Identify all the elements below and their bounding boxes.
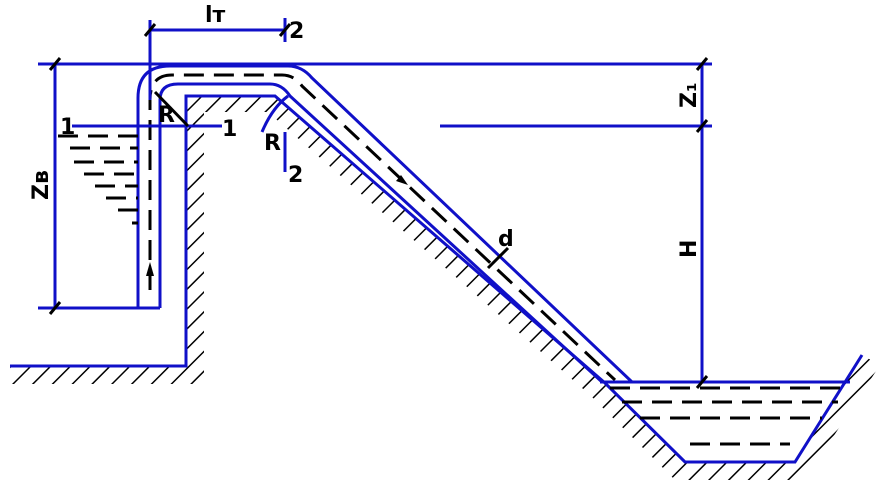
label-suction-height: Zв: [29, 170, 54, 200]
label-head: H: [677, 240, 702, 258]
label-diameter: d: [498, 227, 514, 252]
diameter-leader: [486, 246, 510, 270]
dimension-ticks: [48, 23, 709, 389]
bend-radius-leader: [153, 90, 190, 128]
label-section-2-bottom: 2: [288, 163, 303, 188]
bend-radius-arc: [260, 94, 289, 133]
downstream-water: [610, 386, 845, 446]
ground-surface: [10, 94, 864, 464]
label-bend-radius-2: R: [264, 131, 281, 156]
label-section-1-right: 1: [222, 117, 237, 142]
label-bend-radius-1: R: [158, 103, 175, 128]
pipe-inner-wall: [158, 82, 604, 384]
pipe-centerline: [148, 73, 617, 382]
pipe-outer-wall: [136, 64, 634, 384]
label-section-1-left: 1: [60, 115, 75, 140]
flow-arrow-down: [396, 175, 408, 185]
ground-hatching: [10, 96, 880, 480]
upstream-water: [58, 134, 138, 225]
label-pipe-length: lт: [205, 3, 226, 28]
label-z1: Z₁: [677, 82, 702, 108]
label-section-2-top: 2: [289, 19, 304, 44]
flow-arrow-up: [146, 262, 154, 276]
